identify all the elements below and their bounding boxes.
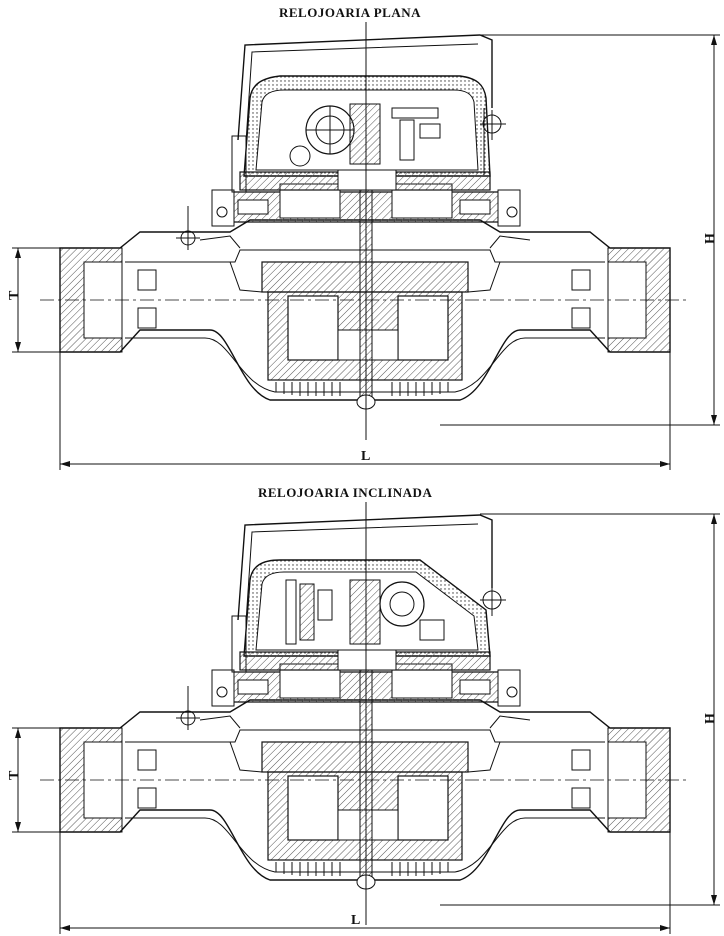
dimension-label-T-plana: T	[7, 290, 22, 300]
dimension-H-plana	[440, 34, 720, 426]
dimension-H-inclinada	[440, 513, 720, 906]
dimension-label-T-inclinada: T	[7, 770, 22, 780]
drawing-title-inclinada: RELOJOARIA INCLINADA	[258, 485, 433, 500]
dimension-label-H-plana: H	[703, 233, 718, 244]
drawing-title-plana: RELOJOARIA PLANA	[279, 5, 421, 20]
dimension-L-inclinada	[59, 832, 671, 934]
dimension-T-plana	[12, 247, 60, 353]
dimension-label-L-plana: L	[361, 449, 370, 464]
dimension-T-inclinada	[12, 727, 60, 833]
meter-section-inclinada	[40, 502, 690, 925]
dimension-L-plana	[59, 352, 671, 470]
meter-section-plana	[40, 22, 690, 440]
dimension-label-L-inclinada: L	[351, 913, 360, 928]
dimension-label-H-inclinada: H	[703, 713, 718, 724]
